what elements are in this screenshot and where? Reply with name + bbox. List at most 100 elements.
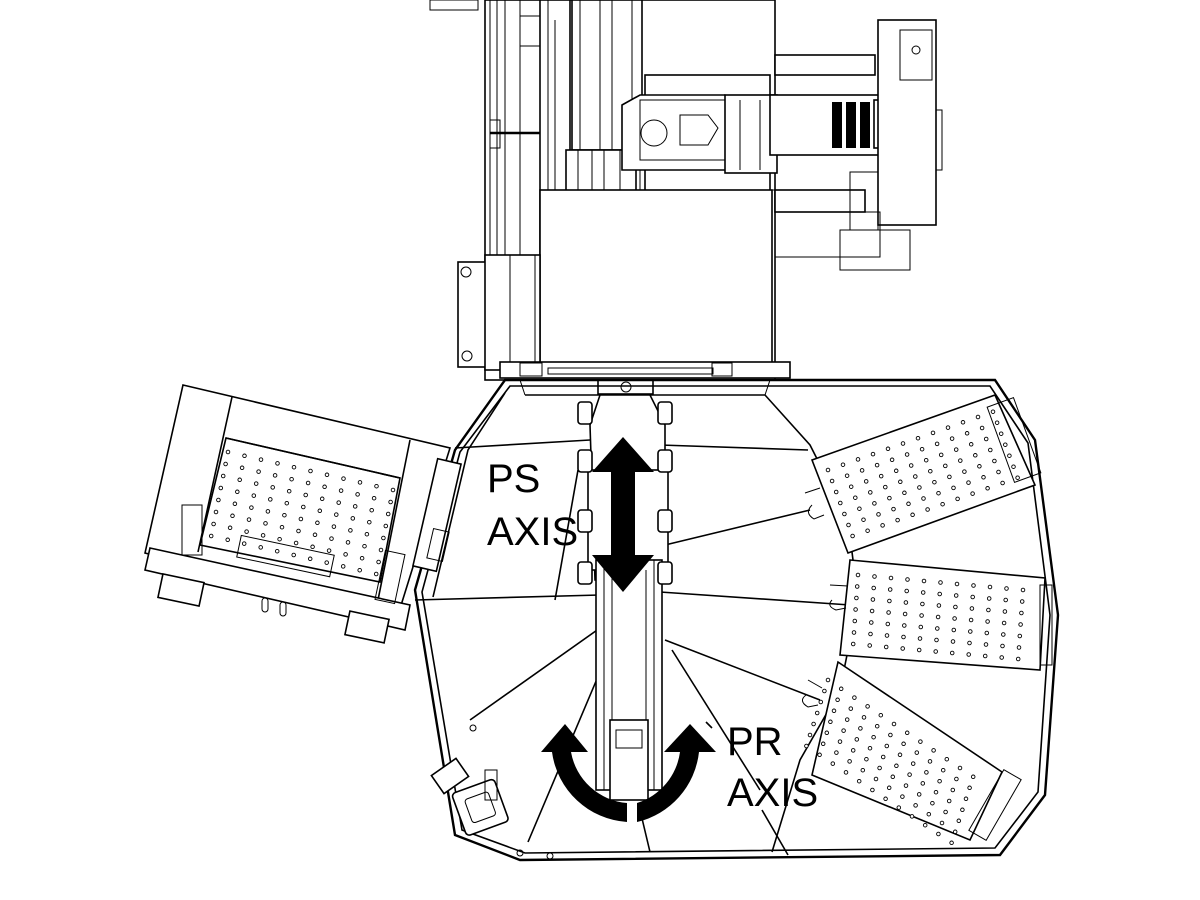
fixture-hole bbox=[926, 811, 932, 817]
fixture-hole bbox=[1020, 587, 1026, 593]
fixture-hole bbox=[352, 504, 358, 509]
fixture-hole bbox=[928, 468, 933, 474]
fixture-hole bbox=[1003, 442, 1008, 447]
fixture-hole bbox=[902, 611, 908, 617]
fixture-hole bbox=[913, 474, 918, 479]
fixture-hole bbox=[1001, 632, 1006, 637]
fixture-hole bbox=[855, 572, 861, 578]
fixture-hole bbox=[953, 593, 959, 598]
fixture-hole bbox=[985, 486, 990, 491]
fixture-hole bbox=[934, 441, 940, 447]
fixture-hole bbox=[811, 721, 816, 727]
right-fixture-bottom bbox=[802, 660, 1022, 846]
fixture-hole bbox=[874, 723, 880, 729]
fixture-hole bbox=[868, 490, 873, 495]
ps-axis-label: PS AXIS bbox=[487, 457, 578, 554]
fixture-hole bbox=[919, 613, 924, 618]
left-fixture bbox=[144, 384, 463, 644]
operator-panel bbox=[430, 724, 554, 860]
fixture-hole bbox=[885, 621, 891, 627]
pr-axis-arrow-icon bbox=[541, 721, 716, 822]
fixture-hole bbox=[277, 536, 282, 542]
fixture-hole bbox=[987, 584, 993, 590]
fixture-hole bbox=[275, 461, 280, 466]
fixture-hole bbox=[930, 800, 935, 806]
fixture-hole bbox=[925, 507, 930, 512]
fixture-hole bbox=[923, 457, 929, 463]
fixture-hole bbox=[950, 639, 956, 644]
fixture-hole bbox=[994, 420, 1000, 425]
fixture-hole bbox=[853, 495, 858, 500]
ps-axis-label-line2: AXIS bbox=[487, 510, 578, 554]
fixture-hole bbox=[956, 818, 962, 824]
fixture-hole bbox=[227, 525, 233, 531]
fixture-hole bbox=[982, 653, 988, 659]
fixture-hole bbox=[381, 535, 386, 541]
fixture-hole bbox=[310, 544, 315, 550]
fixture-hole bbox=[966, 652, 971, 657]
fixture-hole bbox=[848, 706, 854, 711]
fixture-hole bbox=[829, 478, 835, 484]
fixture-hole bbox=[852, 618, 858, 624]
fixture-hole bbox=[857, 506, 862, 511]
fixture-hole bbox=[303, 492, 308, 498]
fixture-hole bbox=[964, 431, 970, 436]
fixture-hole bbox=[977, 464, 982, 469]
fixture-hole bbox=[955, 496, 960, 502]
fixture-hole bbox=[915, 435, 921, 441]
fixture-hole bbox=[938, 452, 944, 458]
fixture-hole bbox=[907, 772, 912, 777]
fixture-hole bbox=[950, 787, 956, 793]
fixture-hole bbox=[944, 756, 950, 762]
fixture-hole bbox=[298, 516, 304, 522]
fixture-hole bbox=[343, 552, 348, 557]
fixture-hole bbox=[338, 488, 344, 493]
fixture-hole bbox=[999, 655, 1004, 660]
fixture-hole bbox=[1002, 609, 1008, 614]
fixture-hole bbox=[854, 584, 860, 589]
fixture-hole bbox=[208, 533, 214, 539]
fixture-hole bbox=[901, 634, 906, 640]
fixture-hole bbox=[968, 629, 973, 634]
fixture-hole bbox=[968, 617, 974, 623]
fixture-hole bbox=[861, 517, 866, 522]
fixture-hole bbox=[844, 717, 850, 722]
fixture-hole bbox=[945, 425, 951, 430]
pr-axis-label: PR AXIS bbox=[727, 720, 818, 815]
fixture-hole bbox=[888, 575, 894, 581]
fixture-hole bbox=[1015, 656, 1021, 662]
fixture-hole bbox=[828, 719, 833, 725]
fixture-hole bbox=[873, 776, 879, 782]
fixture-hole bbox=[804, 743, 809, 749]
fixture-hole bbox=[253, 481, 259, 486]
fixture-hole bbox=[263, 521, 268, 526]
fixture-hole bbox=[824, 730, 830, 736]
fixture-hole bbox=[322, 484, 327, 490]
fixture-hole bbox=[242, 453, 247, 459]
fixture-hole bbox=[867, 745, 873, 751]
fixture-hole bbox=[970, 774, 976, 780]
fixture-hole bbox=[888, 732, 893, 738]
fixture-hole bbox=[863, 479, 869, 484]
fixture-hole bbox=[954, 581, 960, 587]
fixture-hole bbox=[919, 446, 925, 452]
fixture-hole bbox=[1004, 586, 1009, 591]
fixture-hole bbox=[334, 512, 339, 517]
fixture-hole bbox=[939, 820, 945, 826]
fixture-hole bbox=[960, 807, 965, 813]
fixture-hole bbox=[378, 547, 384, 553]
fixture-hole bbox=[235, 489, 240, 495]
fixture-hole bbox=[932, 479, 937, 485]
fixture-hole bbox=[289, 476, 294, 482]
fixture-hole bbox=[225, 449, 231, 455]
fixture-hole bbox=[981, 475, 986, 480]
fixture-hole bbox=[998, 431, 1004, 436]
fixture-hole bbox=[1019, 610, 1024, 616]
fixture-hole bbox=[258, 457, 264, 462]
fixture-hole bbox=[920, 590, 926, 595]
fixture-hole bbox=[905, 577, 910, 582]
fixture-hole bbox=[842, 511, 847, 517]
fixture-hole bbox=[807, 732, 813, 738]
fixture-hole bbox=[871, 734, 876, 740]
fixture-hole bbox=[985, 619, 990, 624]
